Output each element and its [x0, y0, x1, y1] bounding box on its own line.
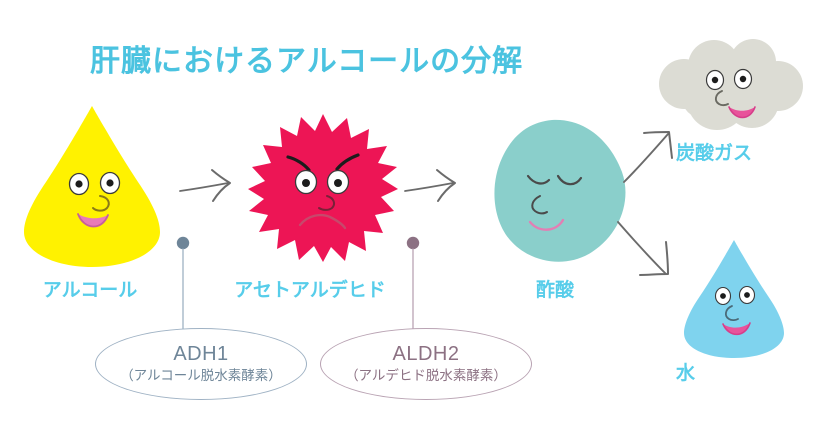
label-acetaldehyde: アセトアルデヒド [234, 280, 386, 301]
connector-pin-adh1 [172, 236, 194, 336]
enzyme-aldh2-description: （アルデヒド脱水素酵素） [345, 368, 507, 384]
acetaldehyde-character [248, 112, 398, 262]
enzyme-adh1-description: （アルコール脱水素酵素） [120, 368, 282, 384]
enzyme-adh1-name: ADH1 [173, 343, 229, 366]
arrow-right-icon [178, 160, 244, 218]
label-carbon-dioxide: 炭酸ガス [676, 143, 753, 164]
arrow-right-icon-2 [403, 160, 469, 218]
label-alcohol: アルコール [42, 280, 138, 301]
page-title: 肝臓におけるアルコールの分解 [90, 45, 524, 78]
connector-pin-aldh2 [402, 236, 424, 336]
alcohol-character [22, 104, 162, 269]
acetic-acid-character [492, 118, 628, 264]
water-character [682, 238, 786, 360]
arrow-up-right-icon [618, 122, 694, 188]
label-acetic-acid: 酢酸 [535, 280, 574, 301]
carbon-dioxide-character [652, 38, 810, 134]
enzyme-aldh2-name: ALDH2 [392, 343, 460, 366]
label-water: 水 [676, 363, 696, 384]
arrow-down-right-icon [612, 212, 694, 284]
enzyme-adh1: ADH1 （アルコール脱水素酵素） [95, 328, 307, 400]
enzyme-aldh2: ALDH2 （アルデヒド脱水素酵素） [320, 328, 532, 400]
